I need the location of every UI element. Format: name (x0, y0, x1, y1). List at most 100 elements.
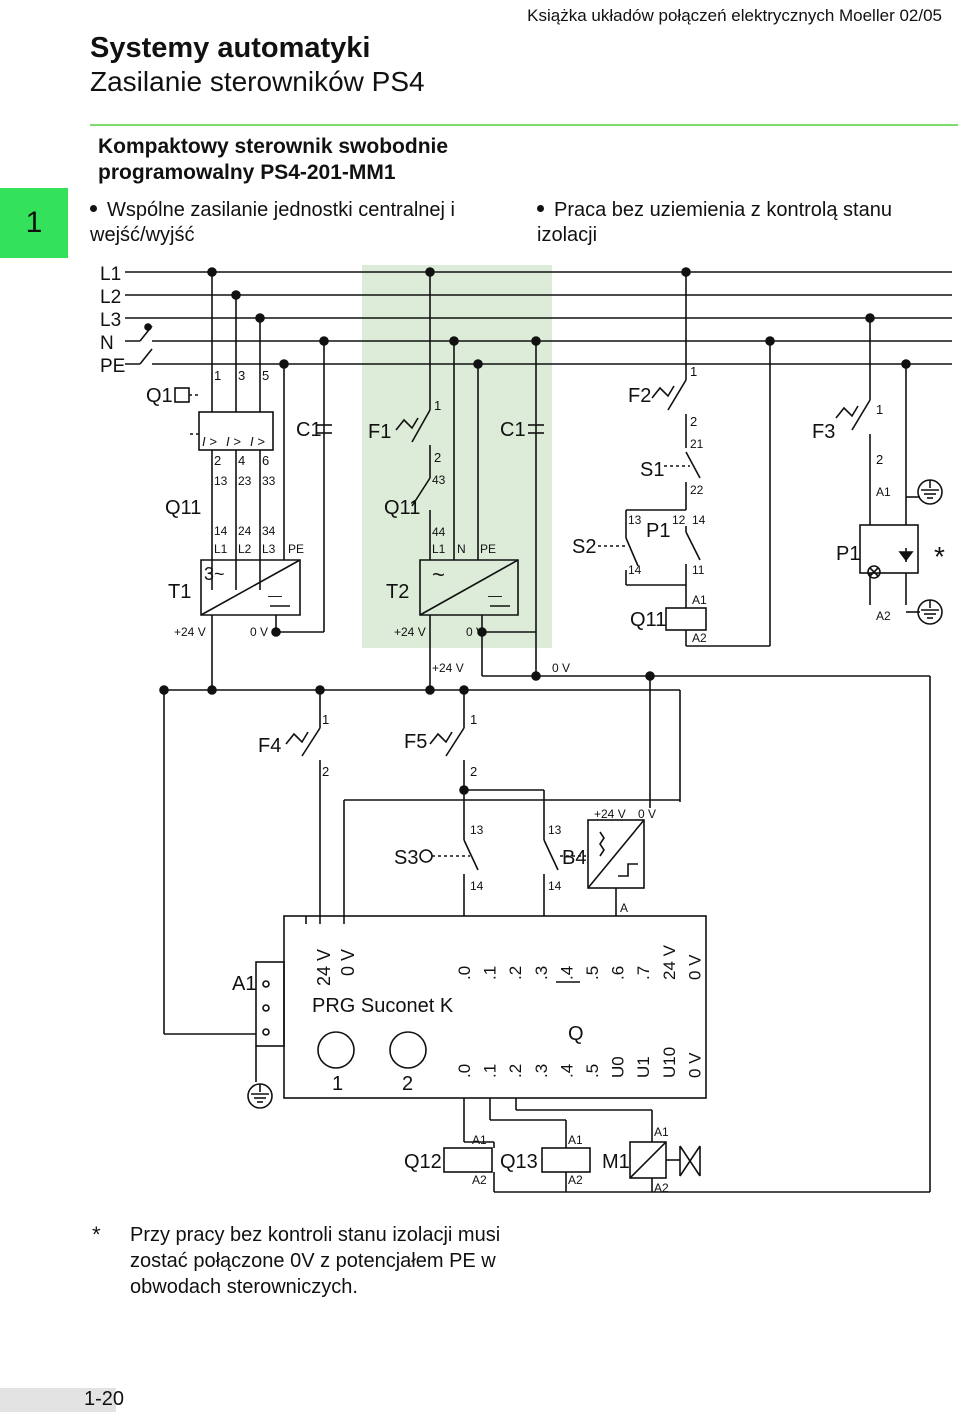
q11-coil-a2: A2 (692, 631, 707, 645)
f4-f5 (285, 690, 680, 916)
q11-term-33: 33 (262, 474, 276, 488)
q12-label: Q12 (404, 1151, 442, 1173)
plc-bottom-terminal: .1 (481, 1064, 500, 1078)
iover-2: I > (226, 434, 241, 449)
t1-dc-symbol: — (268, 587, 282, 603)
c1-left-label: C1 (296, 419, 322, 441)
t2-dc-symbol: — (488, 587, 502, 603)
q1-label: Q1 (146, 385, 173, 407)
plc-bottom-terminal: .3 (532, 1064, 551, 1078)
page-number-bar (0, 1388, 116, 1412)
q11-label: Q11 (165, 497, 201, 519)
plc-top-terminal: 24 V (660, 944, 679, 980)
bullet-icon (90, 205, 97, 213)
t2-plus24: +24 V (394, 625, 426, 639)
f3-label: F3 (812, 421, 835, 443)
plc-body (255, 915, 707, 1099)
q11-term-44: 44 (432, 525, 446, 539)
p1-label: P1 (836, 543, 860, 565)
prg-port-2: 2 (402, 1073, 413, 1095)
header-rule (90, 124, 958, 126)
bus-zero: 0 V (552, 661, 570, 675)
f1-term-1: 1 (434, 398, 441, 413)
plc-bottom-terminal: 0 V (685, 1052, 704, 1078)
q1-term-1: 1 (214, 368, 221, 383)
s3-label: S3 (394, 847, 418, 869)
bullet-right: Praca bez uziemienia z kontrolą stanu iz… (537, 198, 957, 248)
s3-term-13: 13 (470, 823, 484, 837)
iover-3: I > (250, 434, 265, 449)
q11-term-14: 14 (214, 524, 228, 538)
s1-term-22: 22 (690, 483, 704, 497)
q13-label: Q13 (500, 1151, 538, 1173)
t2-term-l1: L1 (432, 542, 446, 556)
inputs (419, 819, 645, 916)
b4-plus24: +24 V (594, 807, 626, 821)
t1-term-l1: L1 (214, 542, 228, 556)
b4-zero: 0 V (638, 807, 656, 821)
plc-bottom-terminal: U0 (609, 1056, 628, 1078)
plc-supply-0v: 0 V (338, 949, 358, 976)
q1-term-6: 6 (262, 453, 269, 468)
f4-term-1: 1 (322, 712, 329, 727)
p1-term-a1: A1 (876, 485, 891, 499)
plc-q-label: Q (568, 1023, 584, 1045)
q11-term-43: 43 (432, 473, 446, 487)
book-title: Książka układów połączeń elektrycznych M… (527, 6, 942, 25)
s2-term-13: 13 (628, 513, 642, 527)
f1-term-2: 2 (434, 450, 441, 465)
p1-term-12: 12 (672, 513, 686, 527)
p1-contact-label: P1 (646, 520, 670, 542)
footnote-text: Przy pracy bez kontroli stanu izolacji m… (130, 1224, 501, 1298)
prg-suconet-label: PRG Suconet K (312, 995, 454, 1017)
plc-top-terminal: .2 (506, 966, 525, 980)
plc-top-terminal: .1 (481, 966, 500, 980)
plc-top-terminal: .7 (634, 966, 653, 980)
t1-plus24: +24 V (174, 625, 206, 639)
q1-term-2: 2 (214, 453, 221, 468)
f2-label: F2 (628, 385, 651, 407)
s3-term-14: 14 (470, 879, 484, 893)
t2-group (395, 267, 544, 637)
plc-top-terminal: .5 (583, 966, 602, 980)
plc-bottom-terminal: U1 (634, 1056, 653, 1078)
bullet-right-text: Praca bez uziemienia z kontrolą stanu iz… (537, 199, 892, 246)
t1-zero: 0 V (250, 625, 268, 639)
f5-label: F5 (404, 731, 427, 753)
page-subtitle: Zasilanie sterowników PS4 (90, 66, 425, 97)
f1-label: F1 (368, 421, 391, 443)
f5-term-2: 2 (470, 764, 477, 779)
star-mark: * (934, 541, 945, 572)
c1-right-label: C1 (500, 419, 526, 441)
bullet-left-text: Wspólne zasilanie jednostki centralnej i… (90, 199, 455, 246)
q11-coil-label: Q11 (630, 609, 666, 631)
rail-l1: L1 (100, 264, 121, 285)
rail-l3: L3 (100, 310, 121, 331)
q12-a1: A1 (472, 1133, 487, 1147)
f3-p1-group (835, 313, 920, 613)
q12-a2: A2 (472, 1173, 487, 1187)
a1-label: A1 (232, 973, 256, 995)
t1-term-l2: L2 (238, 542, 252, 556)
m1-label: M1 (602, 1151, 630, 1173)
t1-term-pe: PE (288, 542, 304, 556)
plc-bottom-terminal: U10 (660, 1047, 679, 1078)
bus-plus24: +24 V (432, 661, 464, 675)
q13-a2: A2 (568, 1173, 583, 1187)
p1-term-a2: A2 (876, 609, 891, 623)
iover-1: I > (202, 434, 217, 449)
f5-term-1: 1 (470, 712, 477, 727)
rail-l2: L2 (100, 287, 121, 308)
control-circuit (598, 267, 775, 647)
t2-ac-symbol: ~ (432, 562, 445, 587)
f4-label: F4 (258, 735, 281, 757)
q11-term-34: 34 (262, 524, 276, 538)
dc-bus (159, 632, 931, 1034)
three-phase-symbol: 3~ (204, 564, 225, 584)
t2-term-pe: PE (480, 542, 496, 556)
b4-term-13: 13 (548, 823, 562, 837)
p1-term-14: 14 (692, 513, 706, 527)
